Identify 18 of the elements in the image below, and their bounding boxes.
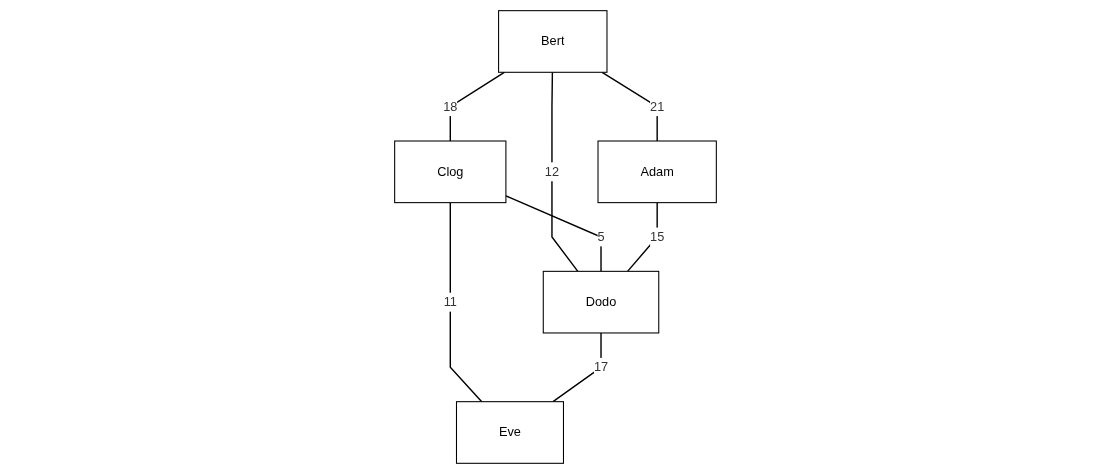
connector <box>551 332 602 403</box>
edge-label: 11 <box>443 294 457 309</box>
connector <box>449 201 482 403</box>
connector <box>626 201 658 273</box>
edge-label: 5 <box>596 229 605 244</box>
edge-label: 12 <box>544 164 559 179</box>
edge-label: 15 <box>649 229 664 244</box>
connector <box>600 71 658 142</box>
node-box: Dodo <box>542 270 659 334</box>
connector <box>550 71 579 273</box>
node-box: Bert <box>497 10 607 73</box>
edge-label: 17 <box>593 359 608 375</box>
node-box: Adam <box>597 140 717 204</box>
edge-label: 18 <box>442 99 457 114</box>
connector <box>449 71 505 142</box>
node-box: Clog <box>393 140 506 204</box>
node-box: Eve <box>455 401 564 464</box>
edge-label: 21 <box>649 99 664 114</box>
